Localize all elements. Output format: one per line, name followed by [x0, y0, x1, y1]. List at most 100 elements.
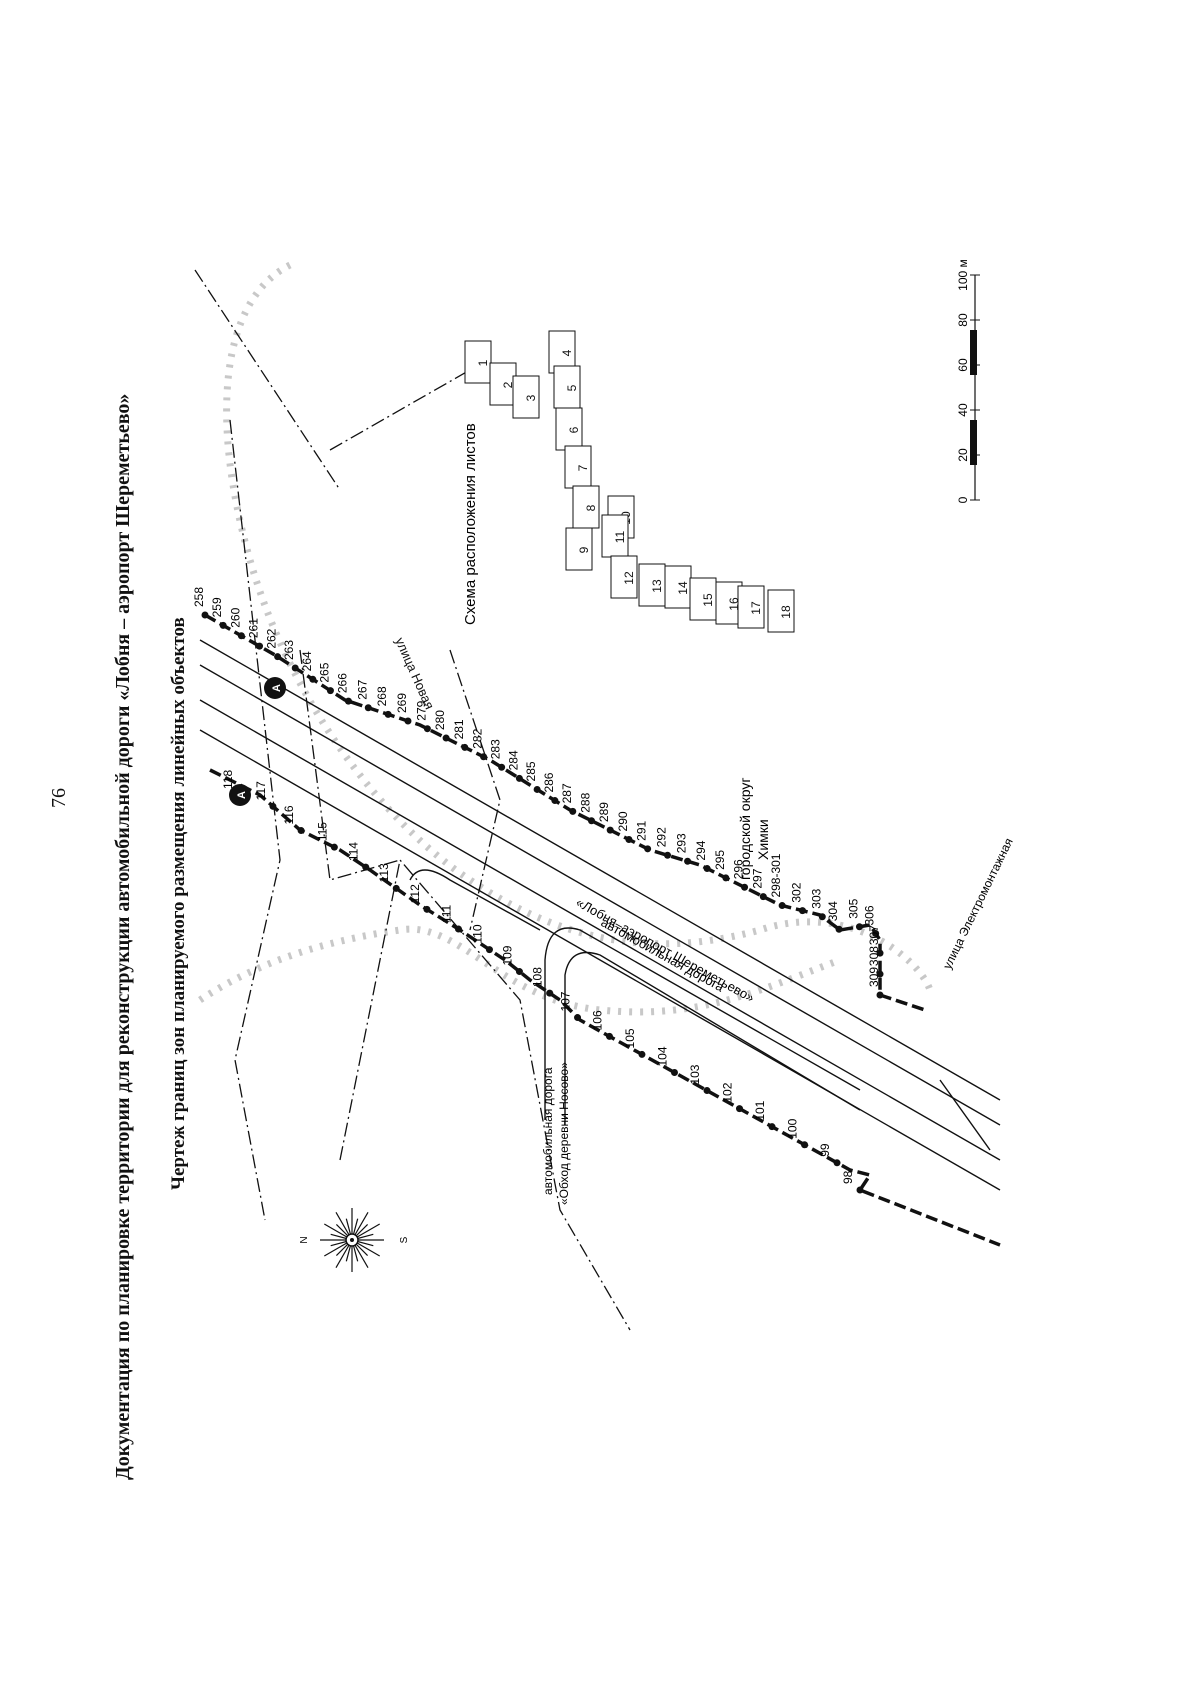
- sheet-scheme-title: Схема расположения листов: [462, 423, 479, 625]
- boundary-point-label: 117: [254, 781, 268, 800]
- boundary-point-label: 260: [228, 607, 242, 627]
- boundary-point-label: 296: [732, 859, 746, 879]
- boundary-point-label: 261: [247, 618, 261, 638]
- boundary-point-label: 279: [414, 700, 428, 720]
- boundary-point-marker: [855, 923, 863, 931]
- boundary-point-marker: [703, 865, 711, 873]
- sheet-number: 4: [560, 349, 574, 356]
- boundary-point-label: 269: [395, 693, 409, 713]
- boundary-point-marker: [309, 675, 317, 683]
- sheet-box: [572, 485, 600, 529]
- boundary-point-label: 106: [590, 1010, 604, 1030]
- bypass-road-label-line1: автомобильная дорога: [541, 1067, 555, 1195]
- boundary-point-marker: [515, 774, 523, 782]
- sheet-number: 2: [501, 381, 515, 388]
- sheet-number: 7: [576, 464, 590, 471]
- sheet-number: 6: [567, 426, 581, 433]
- boundary-point-marker: [670, 1068, 678, 1076]
- boundary-point-label: 258: [192, 587, 206, 607]
- sheet-number: 11: [613, 530, 627, 543]
- boundary-point-label: 295: [713, 850, 727, 870]
- boundary-point-label: 266: [335, 673, 349, 693]
- boundary-point-label: 103: [688, 1064, 702, 1084]
- boundary-point-marker: [515, 968, 523, 976]
- boundary-point-label: 116: [282, 805, 296, 824]
- boundary-point-label: 288: [578, 792, 592, 812]
- boundary-point-label: 293: [675, 833, 689, 853]
- sheet-number: 9: [577, 546, 591, 553]
- boundary-point-label: 282: [471, 728, 485, 748]
- boundary-point-label: 104: [655, 1046, 669, 1066]
- main-road-label-line2: «Лобня–аэропорт Шереметьево»: [574, 895, 758, 1006]
- boundary-point-marker: [237, 632, 245, 640]
- boundary-point-marker: [722, 874, 730, 882]
- boundary-point-marker: [344, 697, 352, 705]
- boundary-point-marker: [485, 946, 493, 954]
- boundary-point-marker: [856, 1186, 864, 1194]
- boundary-point-marker: [759, 893, 767, 901]
- boundary-point-label: 294: [694, 840, 708, 860]
- boundary-point-label: 302: [789, 882, 803, 902]
- scale-tick-label: 60: [956, 358, 970, 372]
- boundary-point-marker: [801, 1141, 809, 1149]
- boundary-point-marker: [876, 970, 884, 978]
- boundary-point-label: 285: [524, 761, 538, 781]
- boundary-point-marker: [219, 621, 227, 629]
- scale-tick-label: 20: [956, 448, 970, 462]
- boundary-point-marker: [461, 743, 469, 751]
- boundary-point-label: 263: [282, 640, 296, 660]
- boundary-point-marker: [269, 802, 277, 810]
- boundary-point-label: 112: [408, 884, 422, 903]
- boundary-point-marker: [392, 884, 400, 892]
- boundary-point-label: 111: [439, 904, 453, 923]
- boundary-point-marker: [876, 991, 884, 999]
- boundary-point-label: 118: [221, 770, 235, 789]
- boundary-point-label: 284: [506, 750, 520, 770]
- boundary-point-marker: [605, 1032, 613, 1040]
- sheet-box: [610, 555, 638, 599]
- boundary-point-marker: [454, 925, 462, 933]
- sheet-box: [689, 577, 717, 621]
- scale-segment-60-80: [970, 330, 977, 375]
- boundary-point-label: 109: [500, 945, 514, 965]
- admin-boundaries: [194, 269, 631, 1331]
- scale-segment-20-40: [970, 420, 977, 465]
- boundary-point-marker: [533, 785, 541, 793]
- boundary-point-marker: [404, 717, 412, 725]
- sheet-box: [553, 365, 581, 409]
- boundary-point-label: 306: [863, 905, 877, 925]
- boundary-point-label: 287: [560, 783, 574, 803]
- boundary-point-label: 292: [655, 827, 669, 847]
- compass-north-label: N: [299, 1236, 310, 1243]
- boundary-point-label: 304: [826, 901, 840, 921]
- boundary-point-marker: [201, 611, 209, 619]
- boundary-point-label: 283: [489, 739, 503, 759]
- boundary-point-label: 99: [818, 1143, 832, 1157]
- boundary-point-marker: [291, 664, 299, 672]
- boundary-point-marker: [736, 1105, 744, 1113]
- boundary-point-marker: [741, 883, 749, 891]
- road-lines: [199, 639, 1001, 1191]
- sheet-box: [601, 514, 629, 558]
- sheet-number: 3: [524, 394, 538, 401]
- boundary-point-marker: [798, 907, 806, 915]
- sheet-number: 13: [650, 579, 664, 593]
- sheet-number: 17: [749, 601, 763, 615]
- boundary-point-label: 309: [867, 967, 881, 987]
- boundary-point-label: 107: [559, 991, 573, 1011]
- boundary-point-label: 105: [623, 1028, 637, 1048]
- boundary-point-label: 267: [355, 679, 369, 699]
- sheet-number: 8: [584, 504, 598, 511]
- boundary-point-label: 259: [210, 597, 224, 617]
- boundary-point-marker: [551, 797, 559, 805]
- boundary-point-marker: [569, 807, 577, 815]
- boundary-point-label: 115: [315, 822, 329, 841]
- boundary-point-marker: [384, 710, 392, 718]
- boundary-point-label: 303: [809, 888, 823, 908]
- boundary-point-label: 101: [753, 1100, 767, 1120]
- marker-a-north-label: А: [271, 684, 283, 692]
- boundary-point-label: 289: [597, 802, 611, 822]
